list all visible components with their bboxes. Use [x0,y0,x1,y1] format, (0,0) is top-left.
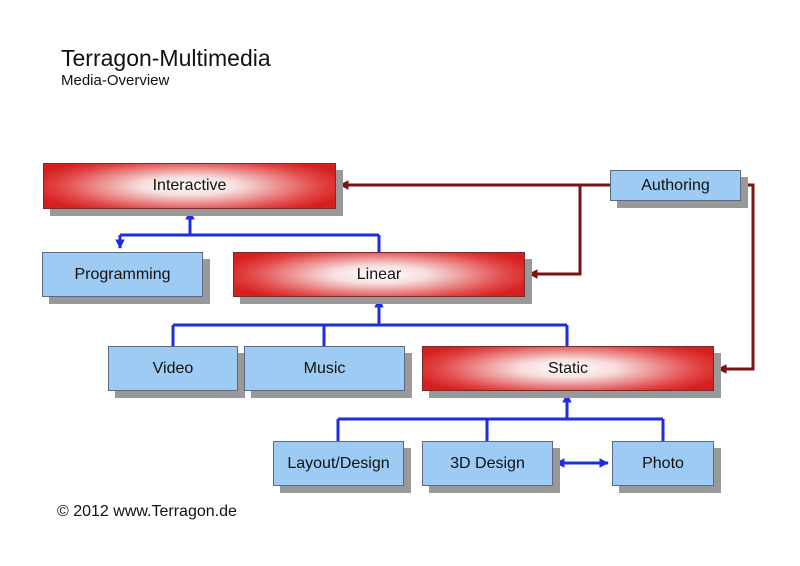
connector-authoring-static [717,183,755,374]
node-photo: Photo [612,441,714,486]
connector-linear-children [171,298,569,346]
node-linear: Linear [233,252,525,297]
connector-interactive-children [115,210,381,252]
node-programming: Programming [42,252,203,297]
connector-authoring [339,180,755,374]
diagram-subtitle: Media-Overview [61,72,170,89]
node-interactive: Interactive [43,163,336,209]
diagram-title: Terragon-Multimedia [61,45,271,71]
node-authoring: Authoring [610,170,741,201]
node-video: Video [108,346,238,391]
connector-authoring-linear [528,185,582,279]
node-static: Static [422,346,714,391]
node-music: Music [244,346,405,391]
node-layout-design: Layout/Design [273,441,404,486]
node-3d-design: 3D Design [422,441,553,486]
copyright-footer: © 2012 www.Terragon.de [57,503,237,520]
connector-static-children [336,393,665,468]
